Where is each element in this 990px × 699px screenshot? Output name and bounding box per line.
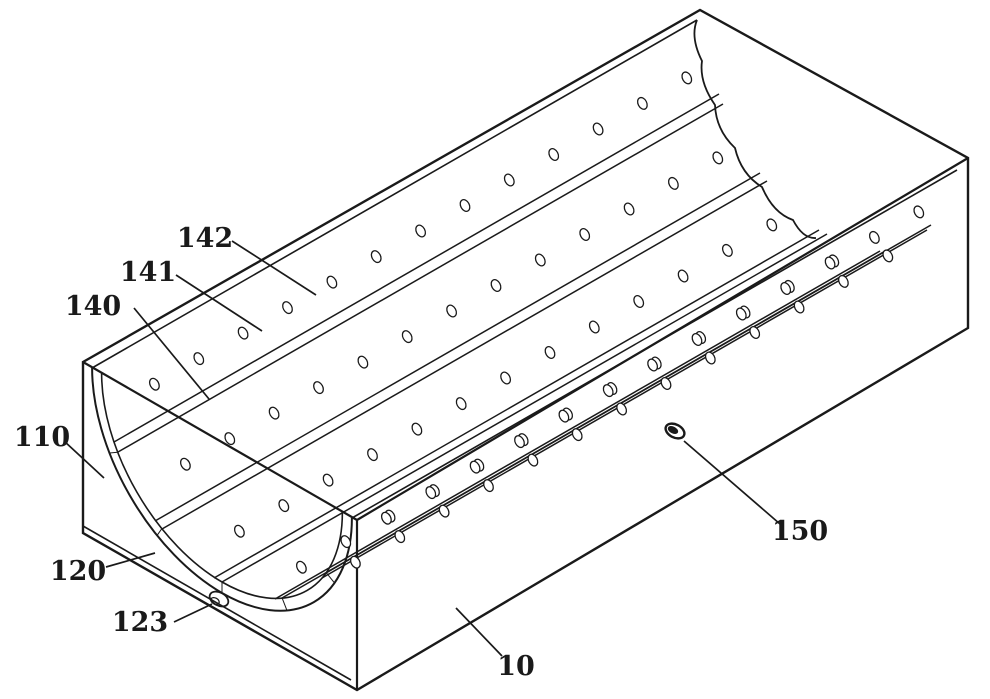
ref-label-141: 141: [120, 257, 176, 288]
perforation-hole: [548, 148, 560, 161]
perforation-hole: [667, 176, 679, 190]
perforation-hole: [780, 282, 792, 295]
perforation-hole: [868, 230, 880, 244]
side-wall-hole: [664, 422, 686, 440]
perforation-hole: [677, 269, 689, 283]
perforation-hole: [837, 274, 849, 288]
perforation-hole: [514, 435, 525, 449]
perforation-hole: [148, 377, 160, 391]
perforation-hole: [691, 333, 703, 346]
perforation-hole: [633, 295, 645, 308]
perforation-hole: [704, 351, 716, 365]
perforation-hole: [544, 346, 556, 359]
perforation-hole: [340, 535, 352, 549]
perforation-hole: [579, 228, 591, 241]
perforation-hole: [824, 256, 836, 270]
perforation-hole: [282, 301, 293, 315]
perforation-hole: [490, 279, 502, 292]
perforation-hole: [425, 486, 437, 500]
leader-line-123: [173, 603, 213, 623]
perforation-hole: [500, 371, 512, 385]
ref-label-110: 110: [14, 422, 70, 453]
perforation-hole: [455, 397, 467, 411]
perforation-hole: [357, 355, 369, 369]
perforation-holes: [148, 71, 925, 574]
perforation-hole: [415, 224, 427, 238]
perforation-hole: [647, 358, 659, 372]
left-wall-inner-edge: [91, 19, 698, 369]
perforation-hole: [766, 218, 778, 232]
ref-label-140: 140: [65, 291, 121, 322]
perforation-hole: [278, 499, 290, 513]
perforation-hole: [913, 205, 925, 219]
leader-line-150: [683, 440, 781, 525]
perforation-hole: [193, 352, 205, 366]
perforation-hole: [623, 202, 635, 216]
perforation-hole: [882, 249, 894, 263]
leader-line-142: [231, 240, 317, 296]
ref-label-10: 10: [497, 651, 535, 682]
perforation-hole: [712, 151, 724, 165]
leader-line-120: [105, 552, 156, 568]
ref-label-142: 142: [177, 223, 233, 254]
perforation-hole: [295, 560, 307, 574]
perforation-hole: [401, 330, 413, 344]
perforation-hole: [237, 326, 249, 340]
corrugation-ridges: [113, 93, 932, 600]
perforation-hole: [527, 453, 539, 467]
perforation-hole: [394, 530, 406, 544]
perforation-hole: [446, 304, 458, 318]
perforation-hole: [749, 326, 761, 339]
perforation-hole: [411, 422, 423, 436]
bottom-pin: [208, 590, 230, 608]
perforation-hole: [367, 448, 378, 462]
perforation-hole: [179, 457, 191, 471]
perforation-hole: [370, 250, 382, 264]
channel-outer-outline: [81, 8, 970, 692]
perforation-hole: [616, 402, 628, 416]
reference-numerals: 142 141 140 110 120 123 150 10: [14, 223, 828, 682]
perforation-hole: [503, 173, 515, 187]
perforation-hole: [571, 428, 583, 442]
perforation-hole: [224, 432, 236, 446]
perforation-hole: [483, 479, 494, 493]
perforation-hole: [592, 122, 604, 136]
leader-lines: [63, 240, 781, 657]
perforation-hole: [438, 504, 450, 518]
leader-line-110: [63, 440, 105, 479]
perforation-hole: [602, 384, 614, 398]
ref-label-120: 120: [50, 556, 106, 587]
leader-line-141: [175, 274, 263, 332]
perforation-hole: [681, 71, 693, 85]
ref-label-150: 150: [772, 516, 828, 547]
perforation-hole: [459, 199, 471, 212]
perforation-hole: [636, 96, 648, 110]
near-end-face: [82, 361, 359, 690]
ref-label-123: 123: [112, 607, 168, 638]
leader-line-140: [133, 307, 210, 400]
perforation-hole: [588, 320, 600, 334]
perforation-hole: [380, 511, 392, 525]
right-wall-inner-edge: [351, 169, 958, 519]
perforation-hole: [469, 460, 481, 474]
perforation-hole: [233, 524, 245, 538]
perforation-hole: [268, 406, 280, 420]
side-wall-top-edges: [91, 19, 969, 521]
perforation-hole: [322, 473, 334, 487]
perforation-hole: [793, 300, 805, 314]
perforation-hole: [721, 243, 733, 257]
perforation-hole: [313, 381, 324, 395]
leader-line-10: [455, 607, 503, 657]
bottom-plate-edge: [82, 525, 352, 681]
perforation-hole: [558, 409, 570, 423]
perforation-hole: [735, 307, 747, 321]
perforation-hole: [326, 275, 338, 289]
perforation-hole: [660, 377, 672, 390]
far-scalloped-edge: [693, 19, 817, 239]
perforation-hole: [534, 253, 546, 267]
perforation-hole: [349, 555, 361, 569]
